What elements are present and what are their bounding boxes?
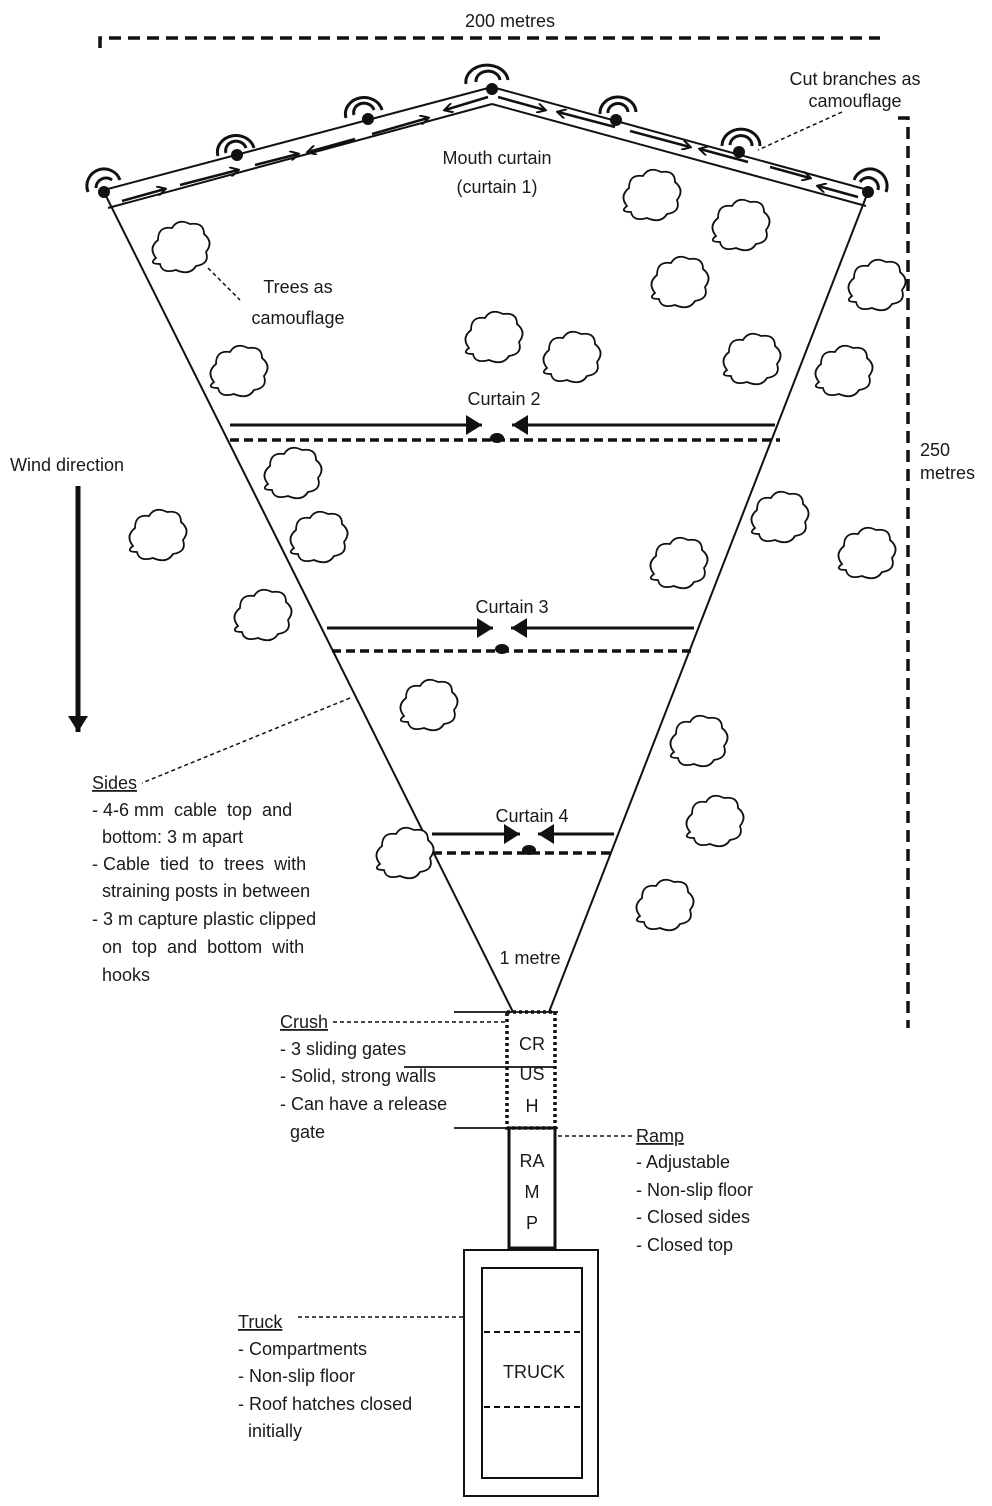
sides-annotation: Sides - 4-6 mm cable top and bottom: 3 m… [92, 697, 351, 985]
svg-text:Cut branches as: Cut branches as [789, 69, 920, 89]
svg-text:- Cable tied to trees with: - Cable tied to trees with [92, 854, 306, 874]
tree-icon [375, 826, 435, 880]
funnel-sides [103, 191, 869, 1013]
tree-icon [209, 344, 269, 398]
crush: CR US H Crush - 3 sliding gates - Solid,… [280, 1010, 558, 1142]
tree-icon [650, 255, 710, 309]
svg-text:- Compartments: - Compartments [238, 1339, 367, 1359]
ramp: RA M P Ramp - Adjustable - Non-slip floo… [507, 1126, 753, 1255]
tree-icon [814, 344, 874, 398]
mouth-curtain-label: Mouth curtain (curtain 1) [442, 148, 551, 197]
curtain-4-label: Curtain 4 [495, 806, 568, 826]
svg-text:camouflage: camouflage [808, 91, 901, 111]
ramp-title: Ramp [636, 1126, 684, 1146]
tree-icon [837, 526, 897, 580]
svg-text:- 4-6 mm cable top and: - 4-6 mm cable top and [92, 800, 292, 820]
cut-branches-icons [85, 63, 889, 193]
wind-direction-label: Wind direction [10, 455, 124, 475]
svg-text:- Closed sides: - Closed sides [636, 1207, 750, 1227]
svg-text:- Non-slip floor: - Non-slip floor [636, 1180, 753, 1200]
width-label: 200 metres [465, 11, 555, 31]
neck-width-label: 1 metre [499, 948, 560, 968]
tree-icon [151, 220, 211, 274]
tree-icon [289, 510, 349, 564]
curtain-2-label: Curtain 2 [467, 389, 540, 409]
trees-label: Trees as camouflage [207, 267, 345, 328]
svg-text:hooks: hooks [92, 965, 150, 985]
svg-text:on top and bottom with: on top and bottom with [92, 937, 304, 957]
tree-icon [542, 330, 602, 384]
tree-icon [233, 588, 293, 642]
svg-text:Trees as: Trees as [263, 277, 332, 297]
height-label-line1: 250 [920, 440, 950, 460]
crush-box-text: CR [519, 1034, 545, 1054]
svg-text:- Closed top: - Closed top [636, 1235, 733, 1255]
tree-icon [711, 198, 771, 252]
tree-icon [722, 332, 782, 386]
truck-title: Truck [238, 1312, 283, 1332]
tree-icon [685, 794, 745, 848]
tree-icon [847, 258, 907, 312]
tree-icon [669, 714, 729, 768]
svg-text:initially: initially [238, 1421, 302, 1441]
svg-text:- Adjustable: - Adjustable [636, 1152, 730, 1172]
svg-text:P: P [526, 1213, 538, 1233]
mouth-posts [98, 83, 874, 198]
svg-text:- 3 m capture plastic clipped: - 3 m capture plastic clipped [92, 909, 316, 929]
tree-icon [622, 168, 682, 222]
svg-text:- Can have a release: - Can have a release [280, 1094, 447, 1114]
tree-icon [263, 446, 323, 500]
mouth-curtain-arrows [121, 95, 859, 203]
curtain-4: Curtain 4 [432, 806, 615, 855]
tree-icon [635, 878, 695, 932]
curtain-3-label: Curtain 3 [475, 597, 548, 617]
svg-text:US: US [519, 1064, 544, 1084]
tree-icon [128, 508, 188, 562]
curtain-3: Curtain 3 [327, 597, 694, 654]
tree-icon [649, 536, 709, 590]
tree-icon [750, 490, 810, 544]
curtain-2: Curtain 2 [230, 389, 780, 443]
mouth-curtain [85, 63, 889, 209]
trees-camouflage [128, 168, 907, 932]
wind-direction: Wind direction [10, 455, 124, 732]
tree-icon [399, 678, 459, 732]
svg-text:(curtain 1): (curtain 1) [456, 177, 537, 197]
crush-title: Crush [280, 1012, 328, 1032]
svg-text:M: M [525, 1182, 540, 1202]
height-label-line2: metres [920, 463, 975, 483]
svg-text:- Non-slip floor: - Non-slip floor [238, 1366, 355, 1386]
cut-branches-label: Cut branches as camouflage [757, 69, 921, 151]
svg-text:- Roof hatches closed: - Roof hatches closed [238, 1394, 412, 1414]
truck: TRUCK Truck - Compartments - Non-slip fl… [238, 1249, 599, 1497]
truck-box-text: TRUCK [503, 1362, 565, 1382]
svg-text:gate: gate [280, 1122, 325, 1142]
svg-text:H: H [526, 1096, 539, 1116]
width-dimension: 200 metres [98, 11, 880, 48]
height-dimension: 250 metres [898, 116, 975, 1028]
svg-text:- 3 sliding gates: - 3 sliding gates [280, 1039, 406, 1059]
svg-text:straining posts in between: straining posts in between [92, 881, 310, 901]
sides-title: Sides [92, 773, 137, 793]
svg-text:- Solid, strong walls: - Solid, strong walls [280, 1066, 436, 1086]
svg-text:camouflage: camouflage [251, 308, 344, 328]
svg-text:Mouth curtain: Mouth curtain [442, 148, 551, 168]
tree-icon [464, 310, 524, 364]
svg-text:bottom: 3 m apart: bottom: 3 m apart [92, 827, 243, 847]
ramp-box-text: RA [519, 1151, 544, 1171]
